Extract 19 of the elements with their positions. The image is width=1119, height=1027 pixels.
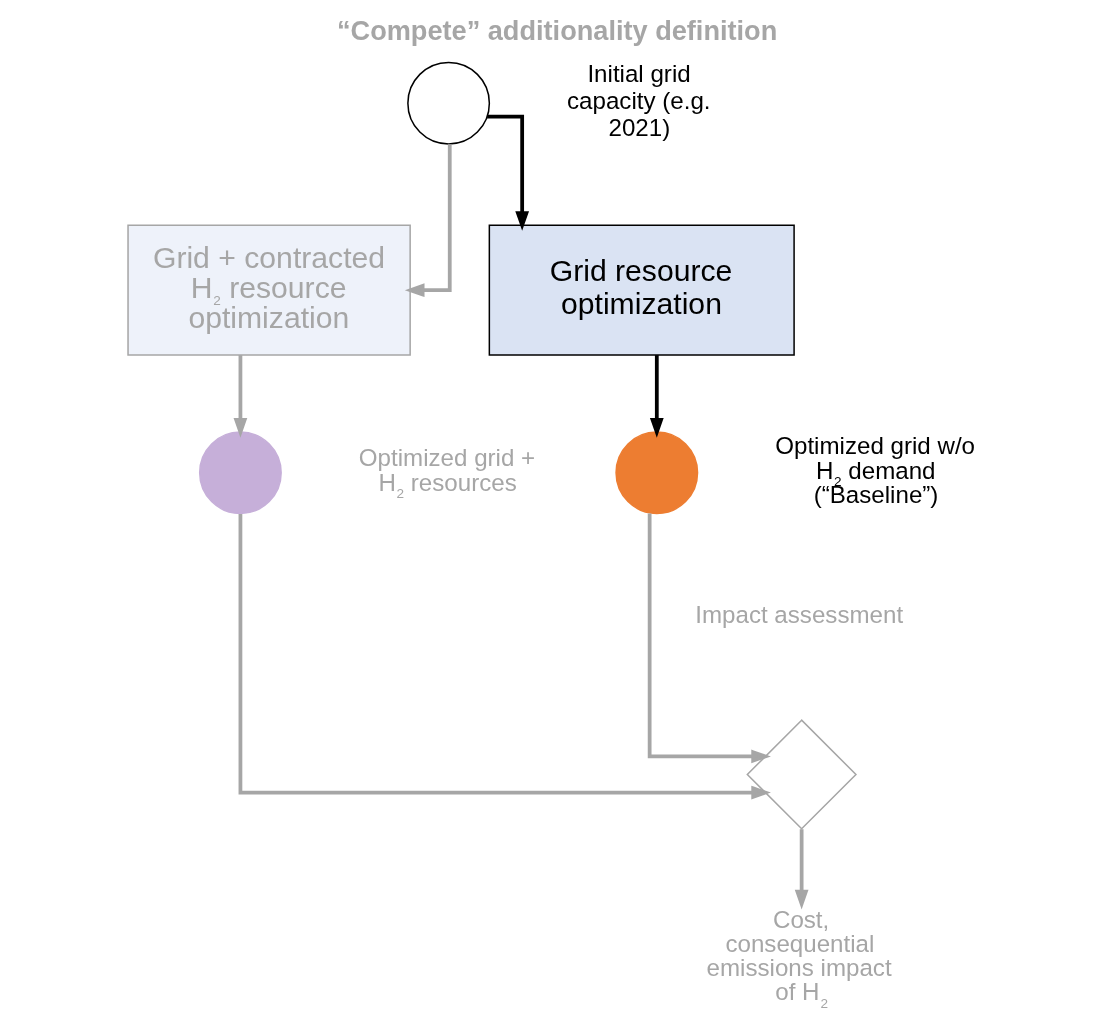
arrow [404,144,452,298]
node-box: Grid + contracted H$_{2}$ resource optimization [127,224,411,356]
node-box: Grid resource optimization [488,224,795,356]
arrow [647,513,771,764]
node-label: Initial grid capacity (e.g. 2021) [567,59,711,142]
node-circle [198,431,282,515]
node-circle [407,61,491,145]
arrow [794,829,809,910]
node-label: Optimized grid + H$_{2}$ resources [358,444,536,502]
node-label: Optimized grid w/o H$_{2}$ demand (“Baseline”) [775,432,976,508]
node-circle [615,431,699,515]
node-label: Impact assessment [695,601,904,629]
arrow [233,355,248,438]
diagram-title: “Compete” additionality definition [336,15,778,47]
node-text: Cost, consequential emissions impact of H$_{2}$ [706,906,892,1011]
node-diamond [746,719,857,830]
arrow [649,355,664,438]
arrow [238,513,771,800]
arrow [487,114,530,231]
